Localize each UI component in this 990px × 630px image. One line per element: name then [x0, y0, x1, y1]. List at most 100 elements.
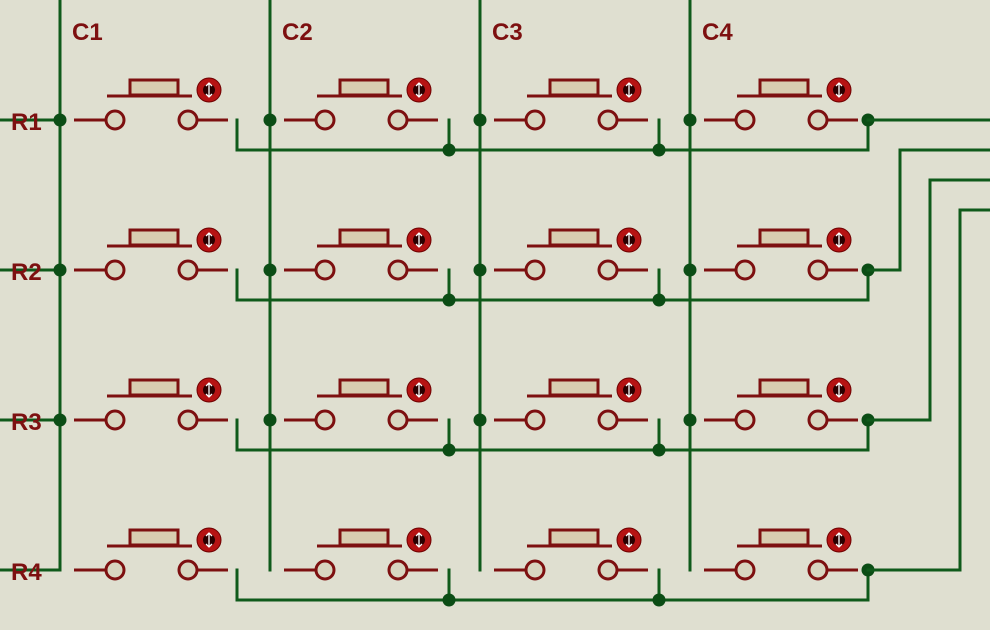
row-column-junction-r2-c3 — [473, 263, 487, 277]
button-left-terminal — [524, 259, 546, 281]
actuator-icon[interactable] — [196, 227, 222, 253]
push-button-r3-c4[interactable] — [704, 377, 858, 431]
button-cap — [758, 528, 810, 547]
column-label-c3: C3 — [492, 19, 523, 46]
push-button-r2-c1[interactable] — [74, 227, 228, 281]
actuator-icon[interactable] — [406, 377, 432, 403]
actuator-icon[interactable] — [826, 377, 852, 403]
row-column-junction-r3-c3 — [473, 413, 487, 427]
actuator-arrows — [205, 232, 213, 248]
button-right-terminal — [597, 109, 619, 131]
row-column-junction-r2-c2 — [263, 263, 277, 277]
push-button-r4-c3[interactable] — [494, 527, 648, 581]
button-cap — [338, 378, 390, 397]
actuator-icon[interactable] — [196, 77, 222, 103]
button-right-terminal — [807, 409, 829, 431]
button-left-terminal — [104, 109, 126, 131]
push-button-r1-c2[interactable] — [284, 77, 438, 131]
push-button-r4-c4[interactable] — [704, 527, 858, 581]
actuator-icon[interactable] — [406, 77, 432, 103]
actuator-icon[interactable] — [826, 227, 852, 253]
push-button-r2-c4[interactable] — [704, 227, 858, 281]
push-button-r2-c3[interactable] — [494, 227, 648, 281]
actuator-icon[interactable] — [196, 377, 222, 403]
actuator-arrows — [835, 232, 843, 248]
button-left-terminal — [104, 259, 126, 281]
button-left-terminal — [734, 409, 756, 431]
row-bus-junction-r4-a — [442, 593, 456, 607]
button-right-terminal — [387, 259, 409, 281]
button-right-terminal — [177, 409, 199, 431]
push-button-r4-c1[interactable] — [74, 527, 228, 581]
button-left-terminal — [734, 259, 756, 281]
button-right-terminal — [387, 109, 409, 131]
row-column-junction-r1-c4 — [683, 113, 697, 127]
push-button-r1-c1[interactable] — [74, 77, 228, 131]
button-cap — [338, 228, 390, 247]
button-cap — [548, 78, 600, 97]
actuator-arrows — [835, 82, 843, 98]
actuator-icon[interactable] — [616, 527, 642, 553]
button-cap — [758, 378, 810, 397]
actuator-icon[interactable] — [406, 227, 432, 253]
row-column-junction-r3-c2 — [263, 413, 277, 427]
row-bus-wire-r3 — [235, 418, 870, 452]
actuator-arrows — [205, 82, 213, 98]
actuator-icon[interactable] — [616, 377, 642, 403]
row-bus-junction-r4-b — [652, 593, 666, 607]
actuator-arrows — [205, 532, 213, 548]
button-right-terminal — [807, 559, 829, 581]
column-label-c1: C1 — [72, 19, 103, 46]
push-button-r2-c2[interactable] — [284, 227, 438, 281]
button-right-terminal — [597, 559, 619, 581]
actuator-icon[interactable] — [196, 527, 222, 553]
button-cap — [338, 528, 390, 547]
push-button-r3-c1[interactable] — [74, 377, 228, 431]
actuator-icon[interactable] — [616, 77, 642, 103]
actuator-arrows — [415, 232, 423, 248]
actuator-arrows — [625, 382, 633, 398]
button-left-terminal — [734, 109, 756, 131]
button-cap — [128, 528, 180, 547]
actuator-icon[interactable] — [406, 527, 432, 553]
row-output-wire-r3 — [866, 178, 990, 422]
actuator-arrows — [415, 82, 423, 98]
row-bus-junction-r3-a — [442, 443, 456, 457]
row-output-wire-r2 — [866, 148, 990, 272]
actuator-arrows — [415, 532, 423, 548]
button-right-terminal — [387, 559, 409, 581]
row-bus-wire-r4 — [235, 568, 870, 602]
button-right-terminal — [807, 259, 829, 281]
row-label-r3: R3 — [11, 409, 42, 436]
actuator-icon[interactable] — [826, 527, 852, 553]
button-left-terminal — [314, 109, 336, 131]
push-button-r3-c2[interactable] — [284, 377, 438, 431]
push-button-r4-c2[interactable] — [284, 527, 438, 581]
button-cap — [128, 228, 180, 247]
actuator-arrows — [625, 82, 633, 98]
actuator-arrows — [835, 532, 843, 548]
push-button-r1-c3[interactable] — [494, 77, 648, 131]
actuator-icon[interactable] — [826, 77, 852, 103]
row-column-junction-r2-c4 — [683, 263, 697, 277]
row-bus-junction-r3-b — [652, 443, 666, 457]
button-left-terminal — [524, 409, 546, 431]
row-bus-junction-r2-b — [652, 293, 666, 307]
button-cap — [548, 528, 600, 547]
button-cap — [128, 78, 180, 97]
row-bus-junction-r2-a — [442, 293, 456, 307]
push-button-r1-c4[interactable] — [704, 77, 858, 131]
button-left-terminal — [104, 559, 126, 581]
button-cap — [548, 228, 600, 247]
push-button-r3-c3[interactable] — [494, 377, 648, 431]
button-left-terminal — [104, 409, 126, 431]
button-right-terminal — [807, 109, 829, 131]
button-cap — [128, 378, 180, 397]
actuator-icon[interactable] — [616, 227, 642, 253]
button-cap — [548, 378, 600, 397]
column-label-c4: C4 — [702, 19, 733, 46]
button-right-terminal — [177, 109, 199, 131]
row-bus-wire-r1 — [235, 118, 870, 152]
